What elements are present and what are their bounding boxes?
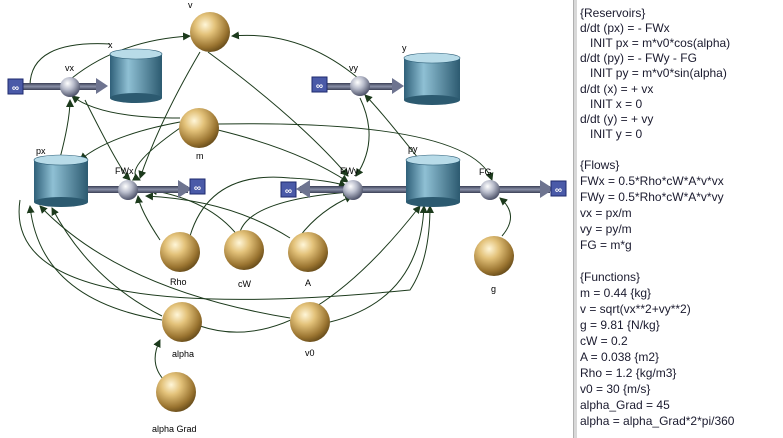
- flow-node-fg[interactable]: [480, 180, 500, 200]
- model-diagram: ∞ vx ∞ vy ∞ FWx ∞ FWy ∞ FG: [7, 0, 567, 434]
- flow-fwy[interactable]: ∞ FWy: [280, 166, 410, 200]
- equation-line: cW = 0.2: [580, 334, 628, 348]
- label-alpha: alpha: [172, 349, 194, 359]
- equation-line: alpha_Grad = 45: [580, 398, 670, 412]
- equation-line: v0 = 30 {m/s}: [580, 382, 651, 396]
- infinity-symbol-fg: ∞: [555, 185, 562, 196]
- label-x: x: [108, 40, 113, 50]
- equation-line: d/dt (py) = - FWy - FG: [580, 51, 697, 65]
- variable-v[interactable]: v: [188, 0, 230, 52]
- variable-alpha-grad[interactable]: alpha Grad: [152, 372, 197, 434]
- flow-node-vx[interactable]: [60, 77, 80, 97]
- equation-line: {Functions}: [580, 270, 641, 284]
- variable-m[interactable]: m: [179, 108, 219, 161]
- equations-panel: {Reservoirs} d/dt (px) = - FWx INIT px =…: [580, 0, 783, 438]
- label-m: m: [196, 151, 204, 161]
- label-alpha-grad: alpha Grad: [152, 424, 197, 434]
- equation-line: d/dt (px) = - FWx: [580, 21, 670, 35]
- variable-cw[interactable]: cW: [224, 230, 264, 289]
- infinity-source-vx: [7, 78, 24, 95]
- equation-line: d/dt (y) = + vy: [580, 112, 654, 126]
- equation-line: Rho = 1.2 {kg/m3}: [580, 366, 677, 380]
- equation-line: m = 0.44 {kg}: [580, 286, 652, 300]
- flow-vy[interactable]: ∞ vy: [311, 63, 404, 96]
- infinity-symbol-fwx: ∞: [194, 183, 201, 194]
- reservoir-px[interactable]: px: [33, 146, 89, 207]
- reservoir-y[interactable]: y: [402, 43, 461, 105]
- flow-fwx[interactable]: ∞ FWx: [88, 166, 206, 200]
- infinity-symbol-vx: ∞: [12, 83, 19, 94]
- flow-fg[interactable]: ∞ FG: [455, 167, 567, 200]
- infinity-source-vy: [311, 76, 328, 93]
- label-fwx: FWx: [115, 166, 134, 176]
- infinity-symbol-fwy: ∞: [285, 186, 292, 197]
- label-vx: vx: [65, 63, 75, 73]
- equation-line: A = 0.038 {m2}: [580, 350, 660, 364]
- variable-v0[interactable]: v0: [290, 302, 330, 358]
- equation-line: {Reservoirs}: [580, 6, 646, 20]
- label-px: px: [36, 146, 46, 156]
- equation-line: FG = m*g: [580, 238, 632, 252]
- infinity-sink-fwx: [189, 178, 206, 195]
- variable-g[interactable]: g: [474, 236, 514, 294]
- equation-line: INIT py = m*v0*sin(alpha): [580, 66, 727, 80]
- reservoir-x[interactable]: x: [108, 40, 163, 103]
- equation-line: d/dt (x) = + vx: [580, 82, 654, 96]
- label-rho: Rho: [170, 277, 187, 287]
- flow-vx[interactable]: ∞ vx: [7, 63, 108, 97]
- equation-line: g = 9.81 {N/kg}: [580, 318, 660, 332]
- equation-line: v = sqrt(vx**2+vy**2): [580, 302, 691, 316]
- variable-a[interactable]: A: [288, 232, 328, 288]
- panel-divider[interactable]: [573, 0, 577, 438]
- label-fwy: FWy: [340, 166, 359, 176]
- infinity-symbol-vy: ∞: [316, 81, 323, 92]
- label-vy: vy: [349, 63, 359, 73]
- equation-line: INIT px = m*v0*cos(alpha): [580, 36, 731, 50]
- label-v: v: [188, 0, 193, 10]
- flow-node-fwy[interactable]: [343, 180, 363, 200]
- equation-line: FWx = 0.5*Rho*cW*A*v*vx: [580, 174, 724, 188]
- equation-line: {Flows}: [580, 158, 620, 172]
- equation-line: vy = py/m: [580, 222, 632, 236]
- label-a: A: [305, 278, 311, 288]
- label-py: py: [408, 144, 418, 154]
- variable-alpha[interactable]: alpha: [162, 302, 202, 359]
- flow-node-vy[interactable]: [350, 76, 370, 96]
- reservoir-py[interactable]: py: [405, 144, 461, 207]
- label-g: g: [491, 284, 496, 294]
- label-fg: FG: [479, 167, 492, 177]
- equation-line: INIT x = 0: [580, 97, 643, 111]
- equation-line: FWy = 0.5*Rho*cW*A*v*vy: [580, 190, 724, 204]
- variable-rho[interactable]: Rho: [160, 232, 200, 287]
- equation-line: INIT y = 0: [580, 127, 643, 141]
- infinity-sink-fg: [550, 180, 567, 197]
- equation-line: alpha = alpha_Grad*2*pi/360: [580, 414, 735, 428]
- equation-line: vx = px/m: [580, 206, 632, 220]
- label-v0: v0: [305, 348, 315, 358]
- link-layer: [18, 31, 511, 391]
- flow-node-fwx[interactable]: [118, 180, 138, 200]
- label-cw: cW: [238, 279, 252, 289]
- infinity-sink-fwy: [280, 181, 297, 198]
- label-y: y: [402, 43, 407, 53]
